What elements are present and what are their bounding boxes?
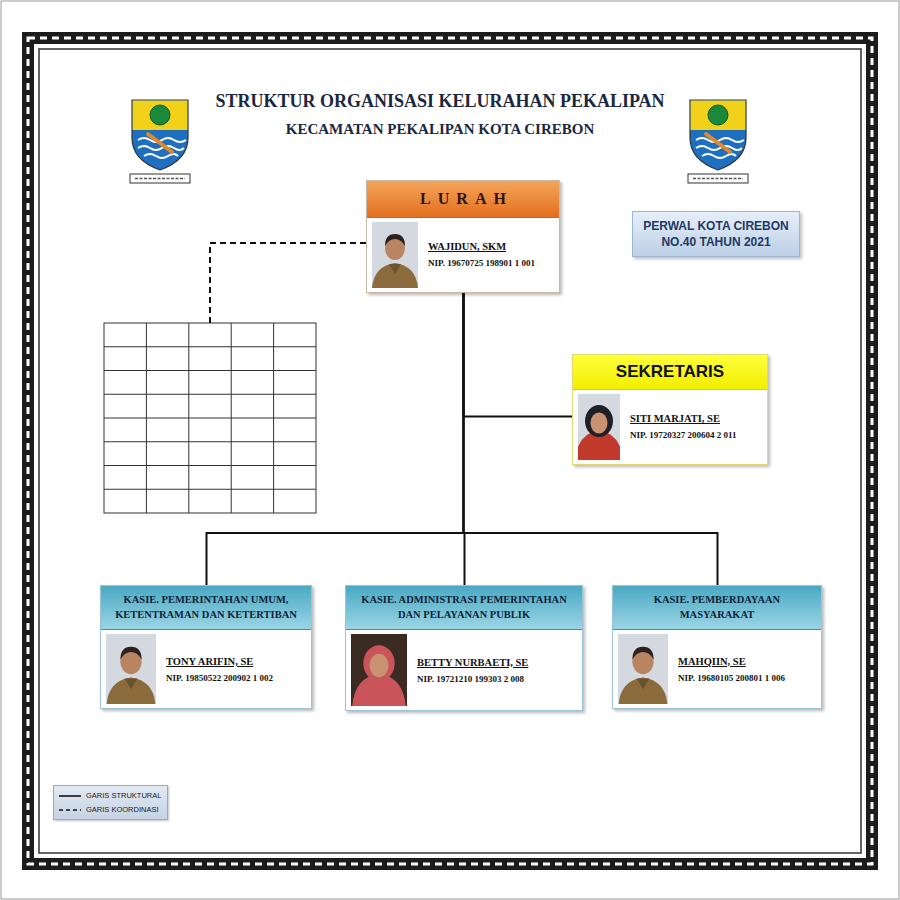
card-body: WAJIDUN, SKM NIP. 19670725 198901 1 001 <box>367 218 559 292</box>
legend-text: GARIS STRUKTURAL <box>86 791 161 800</box>
position-title: SEKRETARIS <box>573 355 767 390</box>
employee-id: NIP. 19850522 200902 1 002 <box>166 673 305 684</box>
card-info: WAJIDUN, SKM NIP. 19670725 198901 1 001 <box>428 240 553 269</box>
card-body: BETTY NURBAETI, SE NIP. 19721210 199303 2… <box>346 630 582 710</box>
person-name: SITI MARJATI, SE <box>630 412 761 425</box>
person-name: BETTY NURBAETI, SE <box>417 656 576 669</box>
card-body: MAHQIIN, SE NIP. 19680105 200801 1 006 <box>613 630 821 708</box>
city-emblem <box>688 100 748 183</box>
staff-card: KASIE. PEMBERDAYAAN MASYARAKAT MAHQIIN, S… <box>612 585 822 709</box>
legend-row: GARIS KOORDINASI <box>59 805 162 814</box>
portrait-photo <box>372 222 418 288</box>
card-body: TONY ARIFIN, SE NIP. 19850522 200902 1 00… <box>101 630 311 708</box>
staff-card: KASIE. PEMERINTAHAN UMUM, KETENTRAMAN DA… <box>100 585 312 709</box>
card-info: SITI MARJATI, SE NIP. 19720327 200604 2 0… <box>630 412 761 441</box>
portrait-photo <box>618 634 668 704</box>
card-body: SITI MARJATI, SE NIP. 19720327 200604 2 0… <box>573 390 767 464</box>
employee-id: NIP. 19670725 198901 1 001 <box>428 258 553 269</box>
regulation-text: PERWAL KOTA CIREBON NO.40 TAHUN 2021 <box>641 218 791 250</box>
staff-card: SEKRETARIS SITI MARJATI, SE NIP. 19720327 … <box>572 354 768 465</box>
card-info: BETTY NURBAETI, SE NIP. 19721210 199303 2… <box>417 656 576 685</box>
ornament-frame <box>28 38 872 864</box>
structural-line <box>464 293 573 417</box>
portrait-photo <box>351 634 407 706</box>
card-info: TONY ARIFIN, SE NIP. 19850522 200902 1 00… <box>166 655 305 684</box>
card-info: MAHQIIN, SE NIP. 19680105 200801 1 006 <box>678 655 815 684</box>
structural-line <box>207 293 464 585</box>
legend-box: GARIS STRUKTURAL GARIS KOORDINASI <box>53 785 168 820</box>
position-title: LURAH <box>367 181 559 218</box>
portrait-photo <box>106 634 156 704</box>
city-emblem <box>130 100 190 183</box>
legend-line <box>59 806 81 814</box>
chart-title: STRUKTUR ORGANISASI KELURAHAN PEKALIPAN <box>200 91 680 112</box>
person-name: WAJIDUN, SKM <box>428 240 553 253</box>
person-name: TONY ARIFIN, SE <box>166 655 305 668</box>
staff-card: KASIE. ADMINISTRASI PEMERINTAHAN DAN PEL… <box>345 585 583 711</box>
reference-box: PERWAL KOTA CIREBON NO.40 TAHUN 2021 <box>632 211 800 257</box>
subtitle: KECAMATAN PEKALIPAN KOTA CIREBON <box>200 121 680 138</box>
legend-text: GARIS KOORDINASI <box>86 805 159 814</box>
staff-card: LURAH WAJIDUN, SKM NIP. 19670725 198901 1 … <box>366 180 560 293</box>
legend-line <box>59 792 81 800</box>
empty-table <box>104 323 316 513</box>
employee-id: NIP. 19680105 200801 1 006 <box>678 673 815 684</box>
position-title: KASIE. PEMERINTAHAN UMUM, KETENTRAMAN DA… <box>101 586 311 630</box>
person-name: MAHQIIN, SE <box>678 655 815 668</box>
legend-row: GARIS STRUKTURAL <box>59 791 162 800</box>
position-title: KASIE. ADMINISTRASI PEMERINTAHAN DAN PEL… <box>346 586 582 630</box>
employee-id: NIP. 19721210 199303 2 008 <box>417 674 576 685</box>
employee-id: NIP. 19720327 200604 2 011 <box>630 430 761 441</box>
inner-frame <box>39 49 861 853</box>
ornament-chain <box>28 38 872 864</box>
portrait-photo <box>578 394 620 460</box>
coordination-line <box>210 243 366 323</box>
position-title: KASIE. PEMBERDAYAAN MASYARAKAT <box>613 586 821 630</box>
